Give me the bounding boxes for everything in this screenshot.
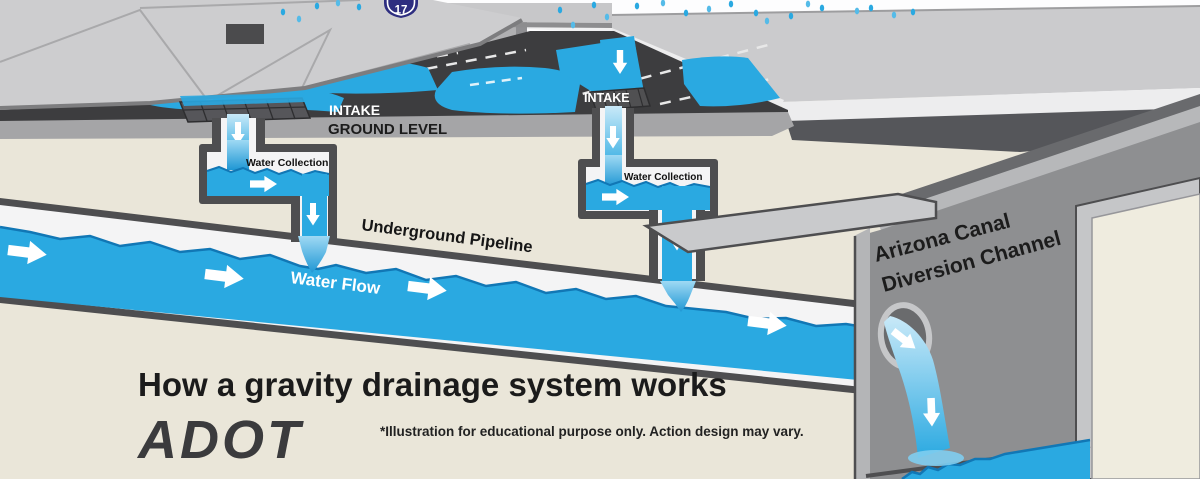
- drop-stream-left: [298, 236, 330, 273]
- intake-left-label: INTAKE: [329, 102, 380, 118]
- route-number: 17: [395, 5, 408, 17]
- underground-pipeline: Water Flow Underground Pipeline: [0, 198, 862, 394]
- water-collection-left-label: Water Collection: [246, 157, 328, 169]
- water-collection-right-label: Water Collection: [624, 172, 703, 183]
- adot-logo: ADOT: [136, 410, 304, 470]
- intake-grate-right: [588, 87, 652, 111]
- drop-stream-right: [660, 281, 696, 312]
- disclaimer-text: *Illustration for educational purpose on…: [380, 424, 804, 439]
- left-embankment: [0, 0, 523, 110]
- channel-wall: [866, 122, 1200, 479]
- bridge-abutment: [226, 24, 264, 44]
- cut-face-panel: [1091, 193, 1200, 479]
- intake-right-assembly: Water Collection: [578, 36, 718, 312]
- rain-drops: [280, 0, 916, 29]
- arizona-canal-diversion-channel: Arizona Canal Diversion Channel: [642, 94, 1200, 479]
- pipeline-water: [0, 227, 858, 380]
- intake-left-assembly: Water Collection: [178, 93, 337, 273]
- channel-pool-water: [902, 440, 1090, 479]
- ground-level-label: GROUND LEVEL: [328, 121, 447, 138]
- interstate-17-shield: 17: [384, 0, 418, 18]
- diagram-title: How a gravity drainage system works: [138, 366, 727, 403]
- channel-wall-cap: [642, 192, 938, 254]
- intake-right-label: INTAKE: [584, 91, 630, 105]
